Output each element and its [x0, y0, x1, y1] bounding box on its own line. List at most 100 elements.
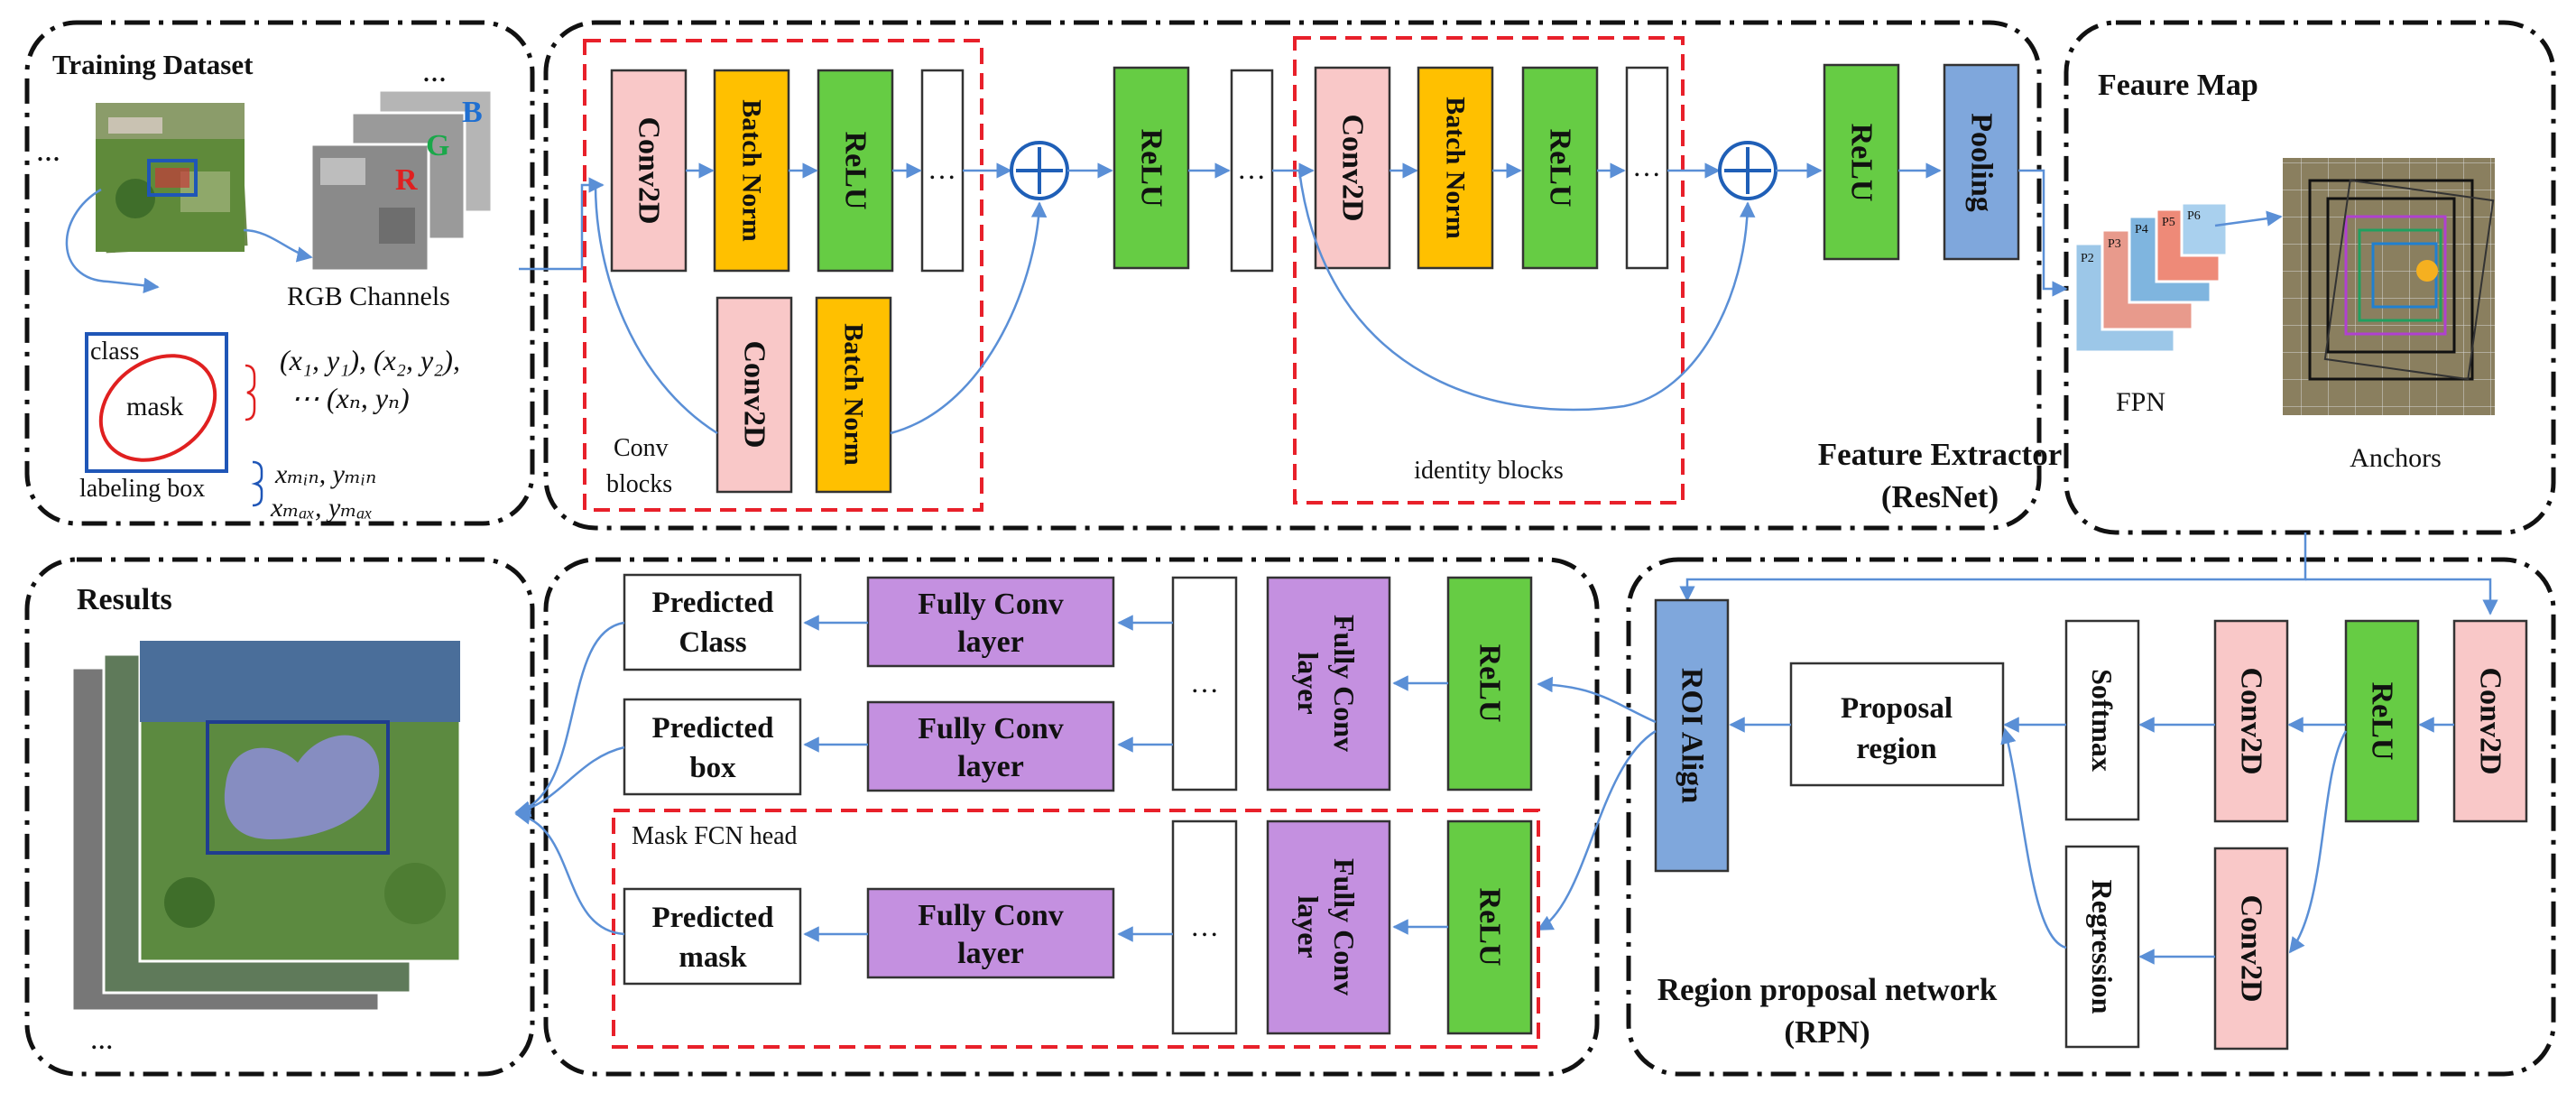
rpn-title: Region proposal network — [1657, 972, 1998, 1007]
head-fullyconv-mask — [1266, 819, 1391, 1035]
extractor-batchnorm-shortcut — [815, 296, 892, 494]
predicted-mask — [623, 887, 802, 986]
heads-panel — [543, 557, 1600, 1077]
conv-blocks-label-line2: blocks — [606, 470, 672, 498]
arrow-shortcut-to-add — [890, 201, 1048, 435]
extractor-relu-1 — [817, 69, 894, 273]
identity-ellipsis-box — [1625, 66, 1669, 270]
results-title: Results — [77, 583, 172, 616]
feature-map-panel — [2064, 20, 2556, 535]
anchors-label: Anchors — [2350, 443, 2442, 473]
identity-conv2d — [1314, 66, 1391, 270]
arrow-roi-to-head-mask — [1537, 729, 1657, 931]
training-dataset-title: Training Dataset — [52, 49, 254, 80]
dataset-to-labeling-arrow — [65, 188, 160, 293]
pyramid-level-p3: P3 — [2108, 237, 2121, 251]
fc-layer-class — [866, 576, 1115, 668]
mask-fcn-head-group — [612, 809, 1540, 1049]
add-node-1-plus — [1016, 147, 1063, 194]
arrow-featuremap-to-rpn — [2305, 578, 2498, 616]
extractor-relu-2 — [1113, 66, 1190, 270]
extractor-conv2d-shortcut-label: Conv2D — [738, 340, 771, 448]
identity-relu — [1521, 66, 1599, 270]
conv-blocks-group — [583, 39, 983, 512]
results-ellipsis: ... — [90, 1023, 114, 1056]
extractor-relu-1-label: ReLU — [839, 132, 873, 210]
channel-r-label: R — [395, 163, 418, 197]
rpn-relu — [2344, 619, 2420, 823]
identity-blocks-label: identity blocks — [1414, 457, 1564, 485]
rpn-conv2d-reg-label: Conv2D — [2235, 894, 2268, 1002]
identity-ellipsis: … — [1632, 150, 1661, 182]
proposal-region-line1: Proposal — [1841, 692, 1953, 725]
head-fullyconv-top-line1: Fully Conv — [1328, 615, 1361, 752]
arrow-identity-skip — [1297, 170, 1756, 412]
arrow-roi-to-head-top — [1537, 676, 1657, 724]
head-fullyconv-mask-line1: Fully Conv — [1328, 858, 1361, 995]
result-image-stack — [70, 639, 462, 1013]
arrow-fpn-to-anchors — [2214, 210, 2283, 227]
head-relu-top — [1446, 576, 1533, 792]
dataset-to-extractor-arrow — [519, 177, 605, 271]
extractor-conv2d-shortcut — [716, 296, 793, 494]
head-fullyconv-mask-line2: layer — [1292, 895, 1325, 958]
extractor-relu-2-label: ReLU — [1135, 129, 1168, 208]
extractor-batchnorm-shortcut-label: Batch Norm — [839, 323, 869, 465]
extractor-pooling-label: Pooling — [1965, 113, 1999, 212]
rgb-channel-stack — [309, 88, 494, 273]
identity-batchnorm — [1417, 66, 1494, 270]
predicted-class — [623, 573, 802, 671]
pyramid-level-p4: P4 — [2135, 223, 2148, 236]
dataset-ellipsis-top: ... — [422, 52, 447, 88]
mask-brace — [245, 364, 256, 421]
feature-map-title: Feaure Map — [2098, 69, 2258, 102]
class-label: class — [90, 338, 139, 366]
fc-layer-mask — [866, 887, 1115, 979]
mask-coords-line1: (x₁, y₁), (x₂, y₂), — [280, 344, 460, 376]
head-relu-mask-label: ReLU — [1473, 888, 1507, 967]
predicted-box-line2: box — [689, 752, 736, 784]
mask-label: mask — [126, 392, 183, 421]
anchor-image — [2283, 158, 2495, 415]
rpn-subtitle: (RPN) — [1784, 1014, 1870, 1050]
proposal-region — [1789, 662, 2005, 787]
extractor-batchnorm-1-label: Batch Norm — [737, 99, 767, 241]
fc-layer-box-line1: Fully Conv — [918, 712, 1064, 745]
fpn-label: FPN — [2116, 387, 2165, 417]
head-ellipsis-mask-label: … — [1190, 910, 1219, 942]
arrow-mask-to-results — [514, 809, 625, 936]
proposal-region-line2: region — [1856, 733, 1936, 765]
rpn-conv2d-in-label: Conv2D — [2474, 667, 2507, 774]
fc-layer-box-line2: layer — [957, 750, 1024, 783]
box-coords-line2: xₘₐₓ, yₘₐₓ — [270, 493, 373, 523]
pyramid-level-p6: P6 — [2187, 209, 2201, 223]
extractor-conv2d-1 — [610, 69, 688, 273]
dataset-to-channels-arrow — [243, 228, 313, 263]
fc-layer-box — [866, 700, 1115, 792]
fpn-pyramid — [2073, 201, 2229, 354]
predicted-class-line2: Class — [679, 626, 746, 659]
box-coords-line1: xₘᵢₙ, yₘᵢₙ — [274, 459, 376, 489]
rpn-panel — [1626, 557, 2556, 1077]
labeling-box-label: labeling box — [79, 475, 205, 503]
mask-coords-line2: ⋯ (xₙ, yₙ) — [291, 382, 410, 414]
arrow-shortcut-in — [594, 184, 718, 435]
fc-layer-mask-line2: layer — [957, 937, 1024, 970]
identity-conv2d-label: Conv2D — [1336, 114, 1370, 221]
head-ellipsis-mask — [1171, 819, 1238, 1035]
head-ellipsis-top-label: … — [1190, 666, 1219, 699]
predicted-mask-line1: Predicted — [651, 902, 773, 934]
fc-layer-class-line1: Fully Conv — [918, 588, 1064, 621]
training-dataset-panel — [24, 20, 535, 526]
feature-extractor-subtitle: (ResNet) — [1881, 479, 1999, 514]
rpn-conv2d-reg — [2213, 847, 2289, 1051]
rgb-channels-label: RGB Channels — [287, 282, 450, 311]
rpn-softmax — [2064, 619, 2140, 821]
rpn-relu-label: ReLU — [2366, 682, 2399, 761]
arrow-featuremap-to-roi — [1679, 532, 2307, 602]
rpn-regression-label: Regression — [2086, 880, 2119, 1014]
box-brace — [251, 460, 263, 507]
extractor-conv2d-1-label: Conv2D — [632, 116, 666, 224]
